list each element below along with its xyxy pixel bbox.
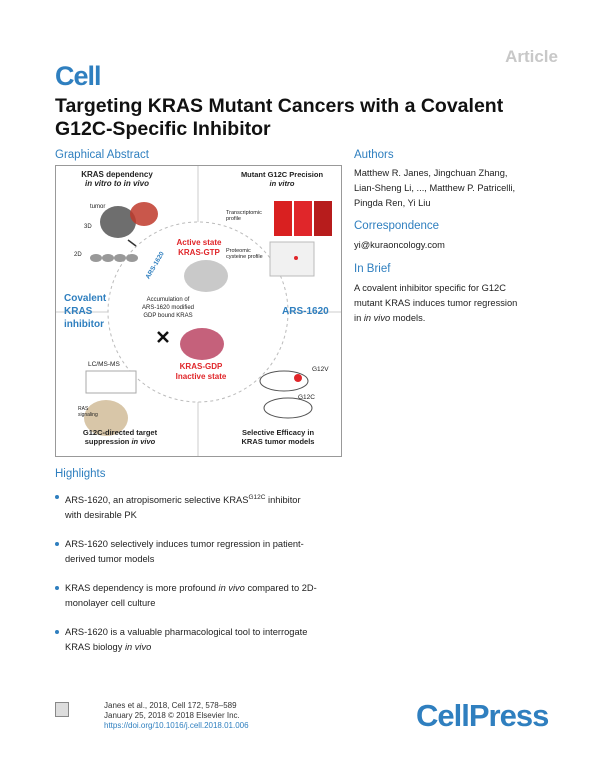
cell-press-logo: CellPress (416, 698, 549, 733)
ga-bl-title: G12C-directed target suppression in vivo (82, 428, 158, 446)
graphical-abstract-svg (56, 166, 341, 456)
lcms-chromatogram (85, 370, 137, 394)
bullet-icon (55, 542, 59, 547)
correspondence-heading: Correspondence (354, 220, 440, 232)
highlights-heading: Highlights (55, 468, 106, 480)
ga-br-title: Selective Efficacy in KRAS tumor models (241, 428, 315, 446)
cells-2d-row (90, 254, 138, 262)
ga-transcriptomic-label: Transcriptomic profile (226, 210, 262, 222)
ga-ras-signaling: RAS signaling (78, 406, 98, 418)
tissue-stain (84, 400, 128, 436)
ga-proteomic-label: Proteomic cysteine profile (226, 248, 263, 260)
authors-list: Matthew R. Janes, Jingchuan Zhang, Lian-… (354, 168, 516, 208)
heatmap-3 (314, 201, 332, 236)
correspondence-email[interactable]: yi@kuraoncology.com (354, 240, 445, 250)
ga-left-label: Covalent KRAS inhibitor (64, 293, 107, 330)
ga-tumor-label: tumor (90, 204, 106, 210)
bullet-icon (55, 630, 59, 635)
ga-tl-title: KRAS dependency in vitro to in vivo (81, 170, 153, 188)
bullet-icon (55, 586, 59, 591)
ga-g12c-label: G12C (298, 394, 315, 401)
highlight-item: ARS-1620 is a valuable pharmacological t… (55, 625, 345, 655)
graphical-abstract-figure: KRAS dependency in vitro to in vivo tumo… (55, 165, 342, 457)
protein-inactive (180, 328, 224, 360)
proteomic-plot (269, 241, 315, 277)
highlight-item: ARS-1620 selectively induces tumor regre… (55, 537, 345, 567)
mouse-outline-1 (259, 370, 309, 392)
highlight-item: ARS-1620, an atropisomeric selective KRA… (55, 490, 345, 523)
graphical-abstract-heading: Graphical Abstract (55, 149, 149, 161)
doi-link[interactable]: https://doi.org/10.1016/j.cell.2018.01.0… (104, 721, 249, 730)
in-brief-text: A covalent inhibitor specific for G12C m… (354, 283, 518, 323)
block-x-mark (157, 331, 169, 343)
tumor-sphere (130, 202, 158, 226)
bullet-icon (55, 495, 59, 499)
mouse-tumor (294, 374, 302, 382)
highlight-item: KRAS dependency is more profound in vivo… (55, 581, 345, 611)
ga-2d-label: 2D (74, 252, 82, 258)
inhibit-line-1 (127, 239, 137, 247)
ga-right-label: ARS-1620 (282, 306, 329, 317)
open-access-icon (55, 702, 69, 717)
tumor-3d-sphere (100, 206, 136, 238)
ga-tr-title: Mutant G12C Precision in vitro (240, 170, 324, 188)
ga-center-text: Accumulation of ARS-1620 modified GDP bo… (141, 297, 195, 319)
ga-3d-label: 3D (84, 224, 92, 230)
footer-citation: Janes et al., 2018, Cell 172, 578–589 Ja… (104, 701, 249, 730)
ga-lcms-label: LC/MS-MS (88, 361, 120, 368)
cell-journal-logo: Cell (55, 61, 102, 91)
in-brief-heading: In Brief (354, 263, 391, 275)
article-title: Targeting KRAS Mutant Cancers with a Cov… (55, 95, 504, 140)
highlights-list: ARS-1620, an atropisomeric selective KRA… (55, 490, 345, 669)
plot-point (294, 256, 298, 260)
ga-active-state: Active state KRAS-GTP (176, 238, 222, 257)
protein-active (184, 260, 228, 292)
heatmap-1 (274, 201, 292, 236)
mouse-outline-2 (263, 397, 313, 419)
ga-g12v-label: G12V (312, 366, 329, 373)
article-type-label: Article (505, 47, 558, 66)
ga-inactive-state: KRAS-GDP Inactive state (175, 362, 227, 381)
authors-heading: Authors (354, 149, 394, 161)
heatmap-2 (294, 201, 312, 236)
